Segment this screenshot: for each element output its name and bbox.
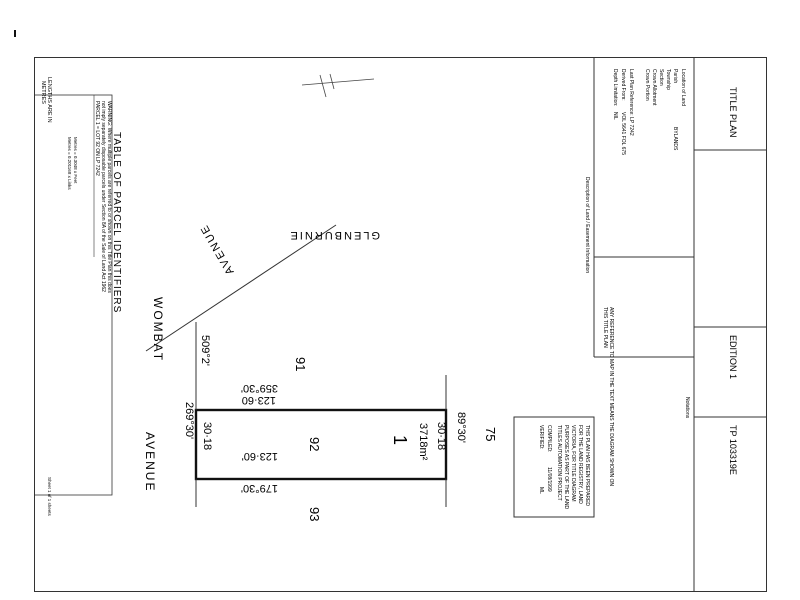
road-glenburnie: GLENBURNIE: [288, 229, 380, 241]
prepared-note-line: VICTORIA, FOR TITLE DIAGRAM: [570, 425, 576, 502]
crown-portion-label: Crown Portion: [644, 69, 650, 101]
bearing-east-side: 89°30': [455, 412, 467, 443]
prepared-note-line: TITLES AUTOMATION PROJECT: [556, 425, 562, 501]
sheet-number: Sheet 1 of 1 sheets: [47, 477, 52, 517]
section-label: Section: [658, 69, 664, 86]
parcel-table-warning-1: WARNING: Where multiple parcels are refe…: [106, 101, 112, 293]
parcel-table-title: TABLE OF PARCEL IDENTIFIERS: [111, 132, 122, 313]
plan-number: TP 103319E: [728, 425, 738, 475]
north-arrow: [301, 73, 375, 98]
prepared-note-block: THIS PLAN HAS BEEN PREPARED FOR THE LAND…: [513, 416, 595, 518]
derived-label: Derived From:: [620, 69, 626, 101]
reference-note-line1: ANY REFERENCE TO MAP IN THE TEXT MEANS T…: [608, 307, 614, 486]
scan-mark: [14, 30, 16, 37]
length-south-side: 123·60': [242, 450, 278, 462]
description-heading: Description of Land / Easement Informati…: [584, 177, 590, 273]
prepared-note-line: FOR THE LAND REGISTRY, LAND: [577, 425, 583, 504]
plan-title: TITLE PLAN: [728, 87, 738, 138]
edition-label: EDITION 1: [728, 335, 738, 379]
length-east-side: 30·18: [435, 422, 447, 450]
township-label: Township: [665, 69, 671, 90]
compiled-label: COMPILED:: [546, 425, 552, 453]
parcel-table-block: TABLE OF PARCEL IDENTIFIERS WARNING: Whe…: [34, 77, 122, 517]
prepared-note-line: THIS PLAN HAS BEEN PREPARED: [584, 425, 590, 506]
metres-note-1: Metres = 0.3048 x Feet: [73, 137, 78, 184]
corner-distance: 509°2': [199, 335, 211, 366]
lengths-line2: METRES: [40, 81, 46, 104]
derived-value: VOL 5641 FOL 675: [620, 112, 626, 155]
parcel-diagram: GLENBURNIE AVENUE WOMBAT AVENUE 509°2' 3…: [143, 222, 498, 522]
parish-label: Parish: [672, 69, 678, 83]
depth-value: NIL: [612, 112, 618, 120]
road-glenburnie-avenue: AVENUE: [198, 222, 237, 277]
verified-label: VERIFIED:: [538, 425, 544, 449]
location-label: Location of Land: [680, 69, 686, 106]
parcel-table-warning-2: not imply separately disposable parcels …: [100, 101, 106, 292]
parish-value: BYLANDS: [672, 127, 678, 151]
compiled-value: 11/08/1999: [546, 467, 552, 492]
metres-note-2: Metres = 0.201168 x Links: [67, 137, 72, 190]
length-north-side: 123·60: [242, 394, 276, 406]
title-plan-sheet: TITLE PLAN EDITION 1 TP 103319E Notation…: [34, 57, 767, 592]
lot-number-93: 93: [307, 507, 322, 521]
last-plan-label: Last Plan Reference: LP 7242: [628, 69, 634, 136]
crown-allotment-label: Crown Allotment: [651, 69, 657, 106]
prepared-note-line: PURPOSES AS PART OF THE LAND: [563, 425, 569, 509]
bearing-west-side: 269°30': [183, 402, 195, 439]
depth-label: Depth Limitation:: [612, 69, 618, 107]
lot-area: 3718m²: [417, 423, 429, 461]
length-west-side: 30·18: [201, 422, 213, 450]
parcel-entry: PARCEL 1 = LOT 92 ON LP 7242: [94, 101, 100, 176]
title-block: TITLE PLAN EDITION 1 TP 103319E Notation…: [684, 57, 767, 592]
lengths-line1: LENGTHS ARE IN: [46, 77, 52, 123]
road-wombat-avenue: AVENUE: [143, 432, 157, 492]
notations-label: Notations: [684, 397, 690, 419]
land-info-block: Location of Land Parish BYLANDS Township…: [584, 57, 694, 486]
lot-number-91: 91: [293, 357, 308, 371]
verified-value: ML: [538, 487, 544, 494]
lot-number-92: 92: [307, 437, 322, 451]
parcel-number: 1: [390, 435, 410, 445]
road-wombat: WOMBAT: [151, 297, 165, 362]
lot-number-75: 75: [483, 427, 498, 441]
bearing-north-side: 359°30': [241, 382, 278, 394]
reference-note-line2: THIS TITLE PLAN: [602, 307, 608, 348]
bearing-south-side: 179°30': [241, 482, 278, 494]
lot-92-boundary: [194, 408, 448, 481]
plan-border: [34, 57, 767, 592]
